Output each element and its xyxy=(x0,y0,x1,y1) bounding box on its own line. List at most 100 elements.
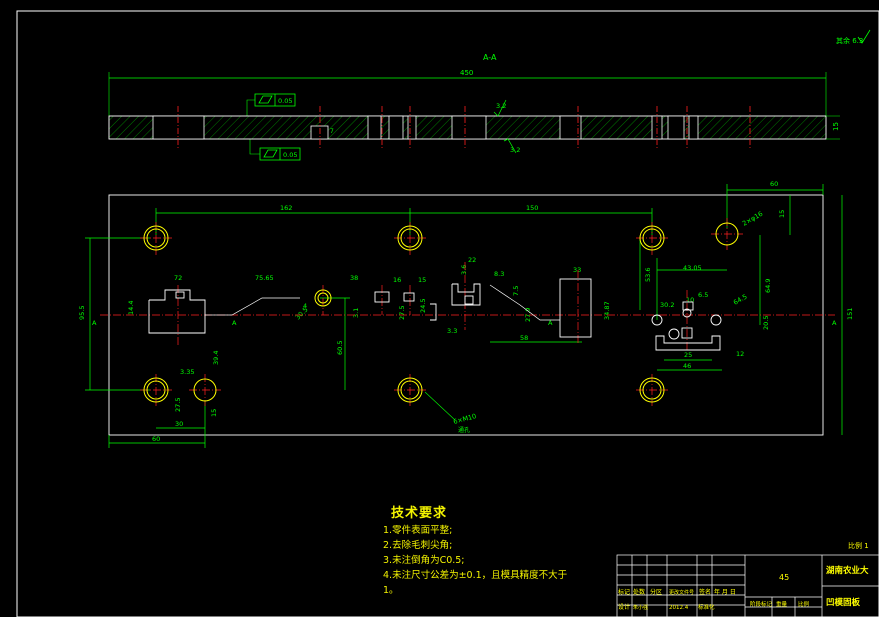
svg-text:53.6: 53.6 xyxy=(644,268,652,282)
svg-text:25: 25 xyxy=(684,351,692,359)
hole-bottom-right xyxy=(639,377,665,403)
flatness-frame-upper: 0.05 xyxy=(246,93,296,116)
svg-text:其余 6.3: 其余 6.3 xyxy=(836,36,863,45)
section-label: A-A xyxy=(483,53,497,62)
svg-text:15: 15 xyxy=(418,276,426,284)
hole-top-left xyxy=(143,225,169,251)
sheet-border xyxy=(16,10,879,617)
svg-text:30: 30 xyxy=(175,420,183,428)
title-block xyxy=(616,554,879,617)
svg-text:162: 162 xyxy=(280,204,292,212)
svg-text:46: 46 xyxy=(683,362,691,370)
svg-text:朱小强: 朱小强 xyxy=(633,604,648,611)
svg-text:3.6: 3.6 xyxy=(460,265,468,275)
svg-text:A: A xyxy=(832,319,837,327)
svg-text:湖南农业大: 湖南农业大 xyxy=(826,565,869,576)
svg-text:10: 10 xyxy=(686,296,694,304)
svg-text:A: A xyxy=(92,319,97,327)
flatness-frame-lower: 0.05 xyxy=(249,139,301,161)
svg-text:15: 15 xyxy=(778,210,786,218)
svg-text:15: 15 xyxy=(832,122,840,131)
tech-line-2: 2.去除毛刺尖角; xyxy=(383,540,453,551)
tech-line-5: 1。 xyxy=(383,585,399,596)
svg-text:38: 38 xyxy=(350,274,358,282)
hole-dowel-left xyxy=(193,378,217,402)
svg-text:64.5: 64.5 xyxy=(732,293,749,307)
svg-text:33: 33 xyxy=(573,266,581,274)
hole-top-mid xyxy=(397,225,423,251)
svg-text:年 月 日: 年 月 日 xyxy=(714,588,736,596)
svg-text:3.2: 3.2 xyxy=(496,102,506,110)
svg-text:6×M10: 6×M10 xyxy=(452,412,477,426)
svg-text:43.05: 43.05 xyxy=(683,264,702,272)
svg-text:7: 7 xyxy=(330,128,334,135)
technical-requirements: 技术要求 1.零件表面平整; 2.去除毛刺尖角; 3.未注倒角为C0.5; 4.… xyxy=(383,502,567,598)
svg-text:27.5: 27.5 xyxy=(174,398,182,412)
svg-text:151: 151 xyxy=(846,308,854,320)
svg-text:27.9: 27.9 xyxy=(524,308,532,322)
svg-text:14.4: 14.4 xyxy=(127,301,135,315)
thread-note: 6×M10 通孔 xyxy=(424,391,477,434)
svg-text:16: 16 xyxy=(393,276,401,284)
svg-text:22: 22 xyxy=(468,256,476,264)
svg-text:2×φ16: 2×φ16 xyxy=(741,210,764,228)
svg-text:30.5: 30.5 xyxy=(294,306,310,322)
svg-text:7.5: 7.5 xyxy=(512,286,520,296)
svg-text:比例: 比例 xyxy=(798,600,810,608)
svg-text:8.3: 8.3 xyxy=(494,270,504,278)
svg-text:3.2: 3.2 xyxy=(510,146,520,154)
svg-text:58: 58 xyxy=(520,334,528,342)
svg-text:64.9: 64.9 xyxy=(764,279,772,293)
svg-text:标记: 标记 xyxy=(618,588,630,596)
svg-text:20.5: 20.5 xyxy=(762,316,770,330)
svg-text:标准化: 标准化 xyxy=(698,603,715,611)
svg-text:重量: 重量 xyxy=(776,600,788,608)
svg-text:75.65: 75.65 xyxy=(255,274,274,282)
svg-text:150: 150 xyxy=(526,204,538,212)
svg-text:通孔: 通孔 xyxy=(458,426,470,434)
svg-text:2012.4: 2012.4 xyxy=(669,605,689,611)
dim-overall-length: 450 xyxy=(460,69,473,77)
svg-text:3.1: 3.1 xyxy=(352,308,360,318)
corner-roughness-symbol: 其余 6.3 xyxy=(836,29,871,45)
svg-text:60: 60 xyxy=(770,180,778,188)
svg-text:3.35: 3.35 xyxy=(180,368,194,376)
svg-text:签名: 签名 xyxy=(699,588,711,596)
svg-text:处数: 处数 xyxy=(633,588,645,596)
svg-text:更改文件号: 更改文件号 xyxy=(669,589,694,596)
hole-bottom-left xyxy=(143,377,169,403)
svg-text:3.3: 3.3 xyxy=(447,327,457,335)
svg-text:30.2: 30.2 xyxy=(660,301,674,309)
svg-text:比例 1: 比例 1 xyxy=(848,541,869,550)
svg-text:6.5: 6.5 xyxy=(698,291,708,299)
svg-text:A: A xyxy=(232,319,237,327)
svg-text:12: 12 xyxy=(736,350,744,358)
hole-top-right xyxy=(639,225,665,251)
svg-text:60.5: 60.5 xyxy=(336,341,344,355)
tech-title: 技术要求 xyxy=(391,506,448,521)
svg-text:设计: 设计 xyxy=(618,603,630,611)
svg-text:34.87: 34.87 xyxy=(603,301,611,320)
svg-text:4: 4 xyxy=(303,302,307,310)
svg-text:27.5: 27.5 xyxy=(398,306,406,320)
svg-text:阶段标记: 阶段标记 xyxy=(750,600,773,608)
plan-view: 60 15 2×φ16 162 150 95.5 151 72 75.65 38… xyxy=(78,180,854,448)
svg-text:分区: 分区 xyxy=(650,588,662,596)
hole-dowel-right xyxy=(715,222,739,246)
tech-line-4: 4.未注尺寸公差为±0.1，且模具精度不大于 xyxy=(383,570,568,581)
svg-text:15: 15 xyxy=(210,409,218,417)
svg-text:95.5: 95.5 xyxy=(78,306,86,320)
tech-line-1: 1.零件表面平整; xyxy=(383,525,453,536)
svg-text:A: A xyxy=(548,319,553,327)
svg-text:45: 45 xyxy=(779,573,789,582)
svg-text:72: 72 xyxy=(174,274,182,282)
svg-text:60: 60 xyxy=(152,435,160,443)
svg-text:24.5: 24.5 xyxy=(419,299,427,313)
svg-text:凹模固板: 凹模固板 xyxy=(826,597,861,608)
svg-text:0.05: 0.05 xyxy=(283,151,297,159)
tech-line-3: 3.未注倒角为C0.5; xyxy=(383,555,465,566)
svg-text:39.4: 39.4 xyxy=(212,351,220,365)
svg-text:0.05: 0.05 xyxy=(278,97,292,105)
section-view: A-A 450 0.05 0.05 xyxy=(108,53,840,161)
